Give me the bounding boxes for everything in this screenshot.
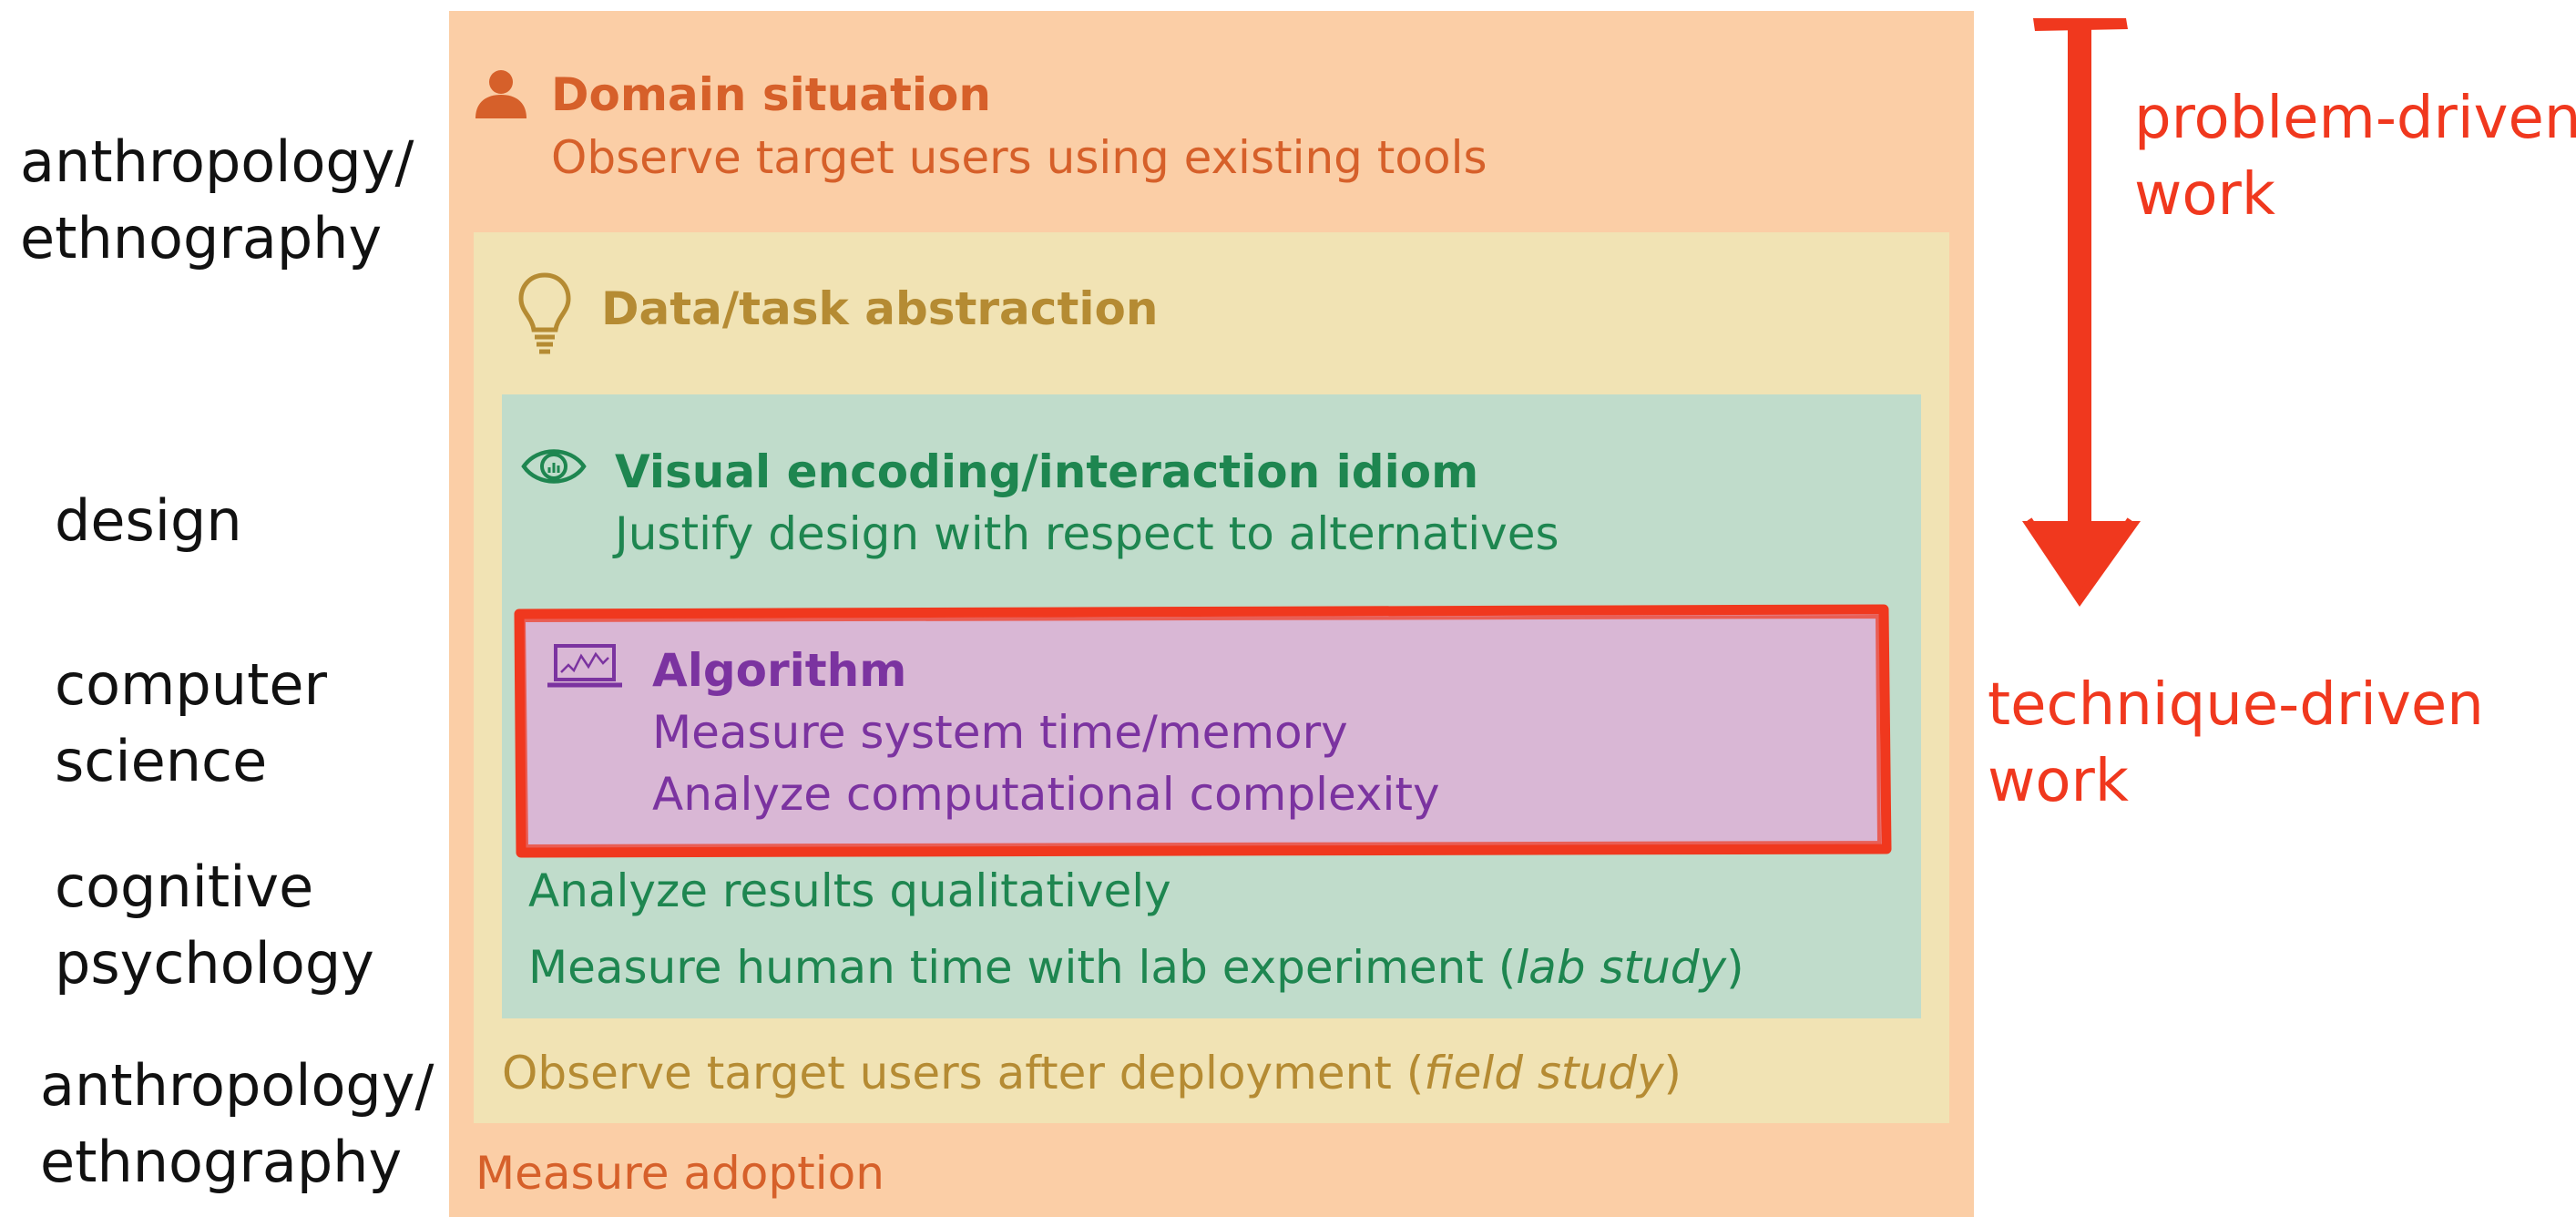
domain-title: Domain situation bbox=[551, 68, 991, 121]
abstraction-footer-text: Observe target users after deployment ( bbox=[502, 1047, 1425, 1099]
abstraction-footer-end: ) bbox=[1663, 1047, 1682, 1099]
laptop-icon bbox=[547, 644, 622, 688]
idiom-footer-lab-end: ) bbox=[1726, 941, 1744, 994]
label-anthropology-top: anthropology/ ethnography bbox=[20, 124, 414, 277]
label-anthropology-bottom-line1: anthropology/ bbox=[40, 1052, 434, 1119]
lightbulb-icon bbox=[518, 272, 571, 354]
label-computer-science-line1: computer bbox=[55, 651, 328, 718]
domain-subtitle: Observe target users using existing tool… bbox=[551, 131, 1487, 184]
label-computer-science-line2: science bbox=[55, 728, 268, 794]
algorithm-box bbox=[517, 612, 1886, 851]
abstraction-title: Data/task abstraction bbox=[601, 282, 1159, 335]
label-cognitive-psychology: cognitive psychology bbox=[55, 849, 374, 1002]
idiom-footer-lab: Measure human time with lab experiment (… bbox=[528, 938, 1744, 997]
label-technique-driven-line1: technique-driven bbox=[1988, 671, 2484, 739]
down-arrow-icon bbox=[2022, 18, 2141, 607]
label-design: design bbox=[55, 487, 242, 554]
label-anthropology-top-line1: anthropology/ bbox=[20, 128, 414, 195]
label-cognitive-psychology-line2: psychology bbox=[55, 930, 374, 997]
abstraction-footer: Observe target users after deployment (f… bbox=[502, 1044, 1682, 1102]
label-anthropology-top-line2: ethnography bbox=[20, 205, 383, 271]
algorithm-line-complexity: Analyze computational complexity bbox=[652, 768, 1440, 821]
label-anthropology-bottom-line2: ethnography bbox=[40, 1129, 403, 1195]
label-computer-science: computer science bbox=[55, 647, 327, 800]
idiom-footer-lab-text: Measure human time with lab experiment ( bbox=[528, 941, 1517, 994]
idiom-subtitle: Justify design with respect to alternati… bbox=[615, 507, 1559, 560]
person-icon bbox=[475, 70, 526, 118]
algorithm-title: Algorithm bbox=[652, 644, 907, 697]
domain-footer: Measure adoption bbox=[475, 1147, 884, 1200]
label-anthropology-bottom: anthropology/ ethnography bbox=[40, 1048, 434, 1201]
idiom-footer-lab-italic: lab study bbox=[1516, 941, 1727, 994]
label-problem-driven-line2: work bbox=[2134, 161, 2275, 229]
idiom-title: Visual encoding/interaction idiom bbox=[615, 445, 1479, 498]
label-problem-driven-line1: problem-driven bbox=[2134, 85, 2576, 152]
idiom-footer-qualitative: Analyze results qualitatively bbox=[528, 864, 1171, 917]
label-technique-driven: technique-driven work bbox=[1988, 667, 2484, 820]
eye-icon bbox=[521, 449, 587, 484]
algorithm-line-time-memory: Measure system time/memory bbox=[652, 706, 1348, 759]
label-technique-driven-line2: work bbox=[1988, 748, 2129, 815]
abstraction-footer-italic: field study bbox=[1424, 1047, 1664, 1099]
label-cognitive-psychology-line1: cognitive bbox=[55, 854, 314, 920]
label-problem-driven: problem-driven work bbox=[2134, 80, 2576, 233]
